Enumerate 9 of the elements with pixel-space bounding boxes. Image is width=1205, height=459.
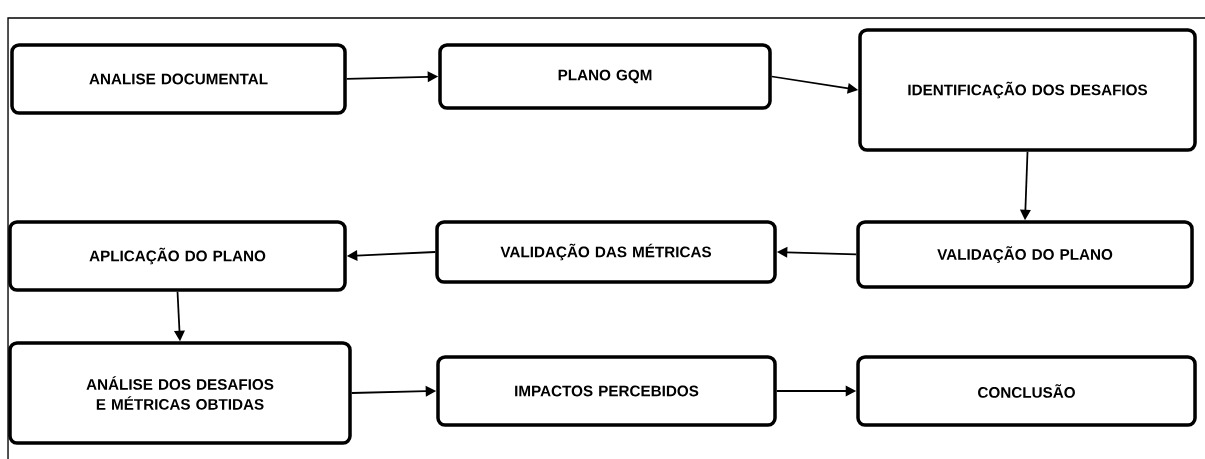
process-box: VALIDAÇÃO DAS MÉTRICAS [435, 220, 777, 284]
process-box: APLICAÇÃO DO PLANO [8, 220, 347, 292]
process-box: IMPACTOS PERCEBIDOS [436, 355, 777, 427]
process-box: ANALISE DOCUMENTAL [10, 43, 347, 115]
process-box: CONCLUSÃO [856, 355, 1197, 427]
process-box: PLANO GQM [438, 43, 772, 110]
process-box: IDENTIFICAÇÃO DOS DESAFIOS [858, 28, 1197, 152]
process-box: ANÁLISE DOS DESAFIOS E MÉTRICAS OBTIDAS [8, 341, 352, 445]
process-box: VALIDAÇÃO DO PLANO [856, 220, 1194, 289]
